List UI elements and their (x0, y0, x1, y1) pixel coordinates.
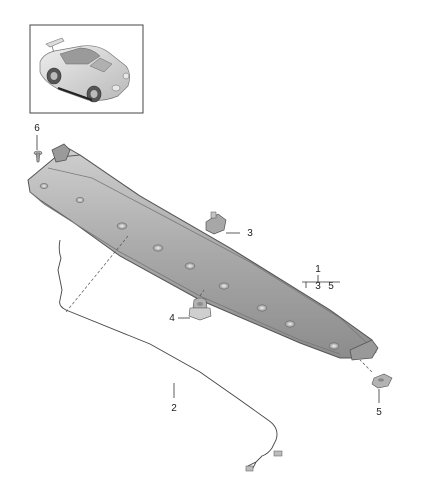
dashed-leader-clip (199, 289, 205, 297)
car-thumbnail (29, 24, 144, 114)
callout-1-group: 1 3 5 (302, 264, 340, 292)
dashed-leader-nut (359, 359, 373, 373)
callout-2: 2 (171, 403, 177, 414)
side-sill-panel (27, 143, 379, 361)
car-thumbnail-icon (39, 37, 130, 103)
mounting-holes (39, 183, 340, 350)
bracket-icon (205, 211, 227, 235)
callout-4: 4 (169, 313, 175, 324)
callout-3: 3 (247, 228, 253, 239)
clip-icon (188, 297, 212, 321)
leader-1 (302, 275, 340, 288)
screw-icon (33, 150, 43, 163)
nut-icon (371, 373, 393, 389)
dashed-leader-cable (65, 235, 129, 313)
callout-1: 1 (315, 264, 321, 275)
cable-harness (57, 239, 283, 472)
callout-1-sub-3: 3 (315, 281, 321, 292)
callout-5: 5 (376, 407, 382, 418)
callout-6: 6 (34, 123, 40, 134)
callout-1-sub-5: 5 (328, 281, 334, 292)
